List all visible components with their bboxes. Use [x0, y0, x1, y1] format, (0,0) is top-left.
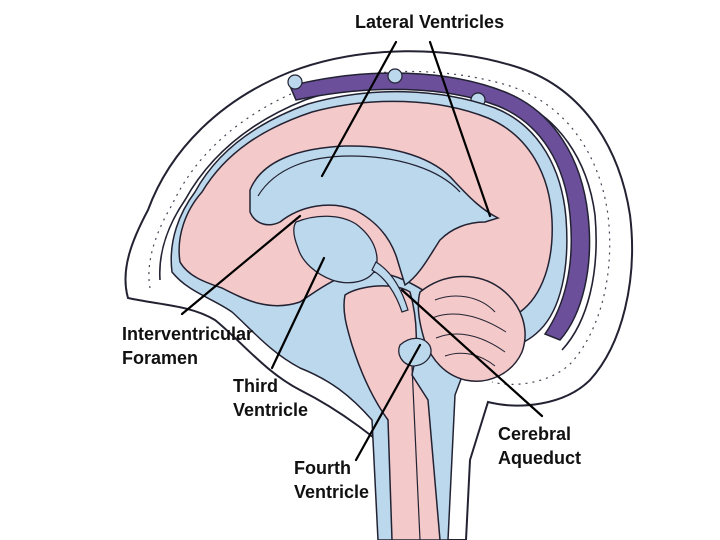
label-interventricular-line1: Interventricular	[122, 324, 253, 344]
leader-lateral-1	[320, 40, 398, 178]
cerebral-aqueduct	[371, 261, 409, 313]
label-interventricular-line2: Foramen	[122, 348, 198, 368]
label-cerebral-aqueduct: Cerebral Aqueduct	[498, 424, 581, 468]
label-lateral-ventricles: Lateral Ventricles	[355, 12, 504, 32]
label-third-ventricle: Third Ventricle	[233, 376, 308, 420]
third-ventricle	[293, 215, 378, 284]
leader-third	[270, 256, 326, 370]
label-aqueduct-line2: Aqueduct	[498, 448, 581, 468]
skull-bone	[148, 70, 611, 385]
leader-interventricular	[180, 214, 302, 316]
granulation-node	[287, 74, 303, 90]
label-fourth-ventricle: Fourth Ventricle	[294, 458, 369, 502]
label-aqueduct-line1: Cerebral	[498, 424, 571, 444]
label-fourth-line2: Ventricle	[294, 482, 369, 502]
central-canal	[411, 365, 421, 540]
label-third-line2: Ventricle	[233, 400, 308, 420]
leader-fourth	[354, 343, 422, 462]
lateral-ventricle	[249, 145, 501, 287]
leader-lateral-2	[428, 40, 492, 218]
cerebellum-folia	[431, 295, 507, 367]
leader-aqueduct	[400, 288, 544, 418]
granulation-node	[387, 68, 403, 84]
corpus-callosum	[257, 155, 461, 197]
label-third-line1: Third	[233, 376, 278, 396]
label-fourth-line1: Fourth	[294, 458, 351, 478]
label-interventricular-foramen: Interventricular Foramen	[122, 324, 258, 368]
leader-lines	[180, 40, 544, 462]
